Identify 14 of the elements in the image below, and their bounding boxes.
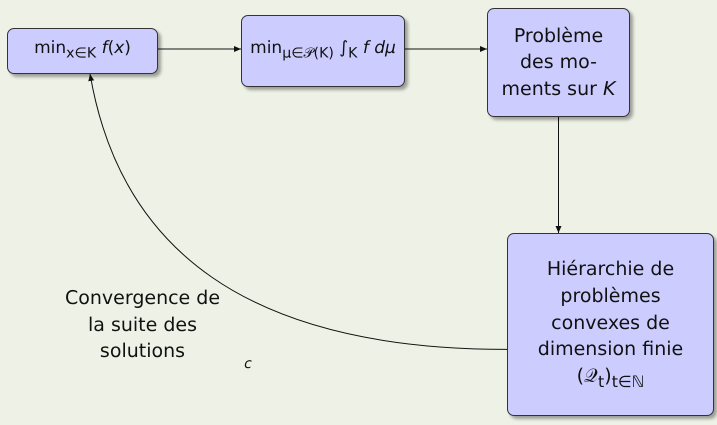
box-text: min$_{μ∈𝒫(K)}$ ∫$_{K}$ f dμ bbox=[250, 37, 396, 64]
arrow bbox=[158, 46, 242, 52]
box-text: min$_{x∈K}$ f(x) bbox=[34, 37, 131, 64]
process-box bbox=[7, 28, 158, 74]
box-text: Hiérarchie de problèmes convexes de dimension finie (𝒬$_{t}$)$_{t∈ℕ}$ bbox=[536, 257, 684, 392]
annotation-text: c bbox=[243, 355, 253, 374]
process-box bbox=[507, 233, 714, 416]
arrow bbox=[88, 74, 508, 350]
arrow bbox=[556, 116, 562, 234]
process-box bbox=[241, 15, 405, 87]
process-box bbox=[487, 8, 630, 117]
box-text: Problème des mo- ments sur K bbox=[500, 24, 618, 102]
annotation-text: Convergence de la suite des solutions bbox=[64, 286, 222, 364]
arrow bbox=[404, 46, 488, 52]
